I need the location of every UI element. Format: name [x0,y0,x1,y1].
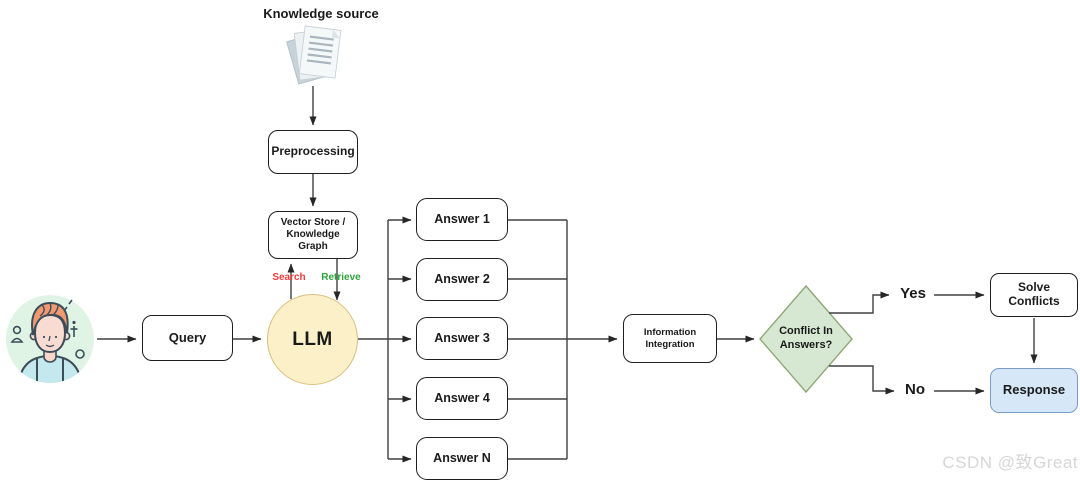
no-branch-label: No [905,381,925,398]
yes-branch-label: Yes [900,285,926,302]
answer-4-label: Answer 4 [434,391,490,406]
answer-2-label: Answer 2 [434,272,490,287]
vector-store-node: Vector Store / Knowledge Graph [268,211,358,259]
answer-3-label: Answer 3 [434,331,490,346]
vector-store-label-line2: Knowledge [286,229,340,240]
information-integration-node: Information Integration [623,314,717,363]
llm-node: LLM [267,294,358,385]
answer-1-node: Answer 1 [416,198,508,241]
information-integration-label-line1: Information [643,326,697,338]
answer-3-node: Answer 3 [416,317,508,360]
information-integration-label-line2: Integration [645,338,695,350]
preprocessing-label: Preprocessing [271,144,355,159]
search-edge-label: Search [272,272,306,283]
query-label: Query [168,329,207,345]
conflict-decision-label-line2: Answers? [779,338,833,351]
preprocessing-node: Preprocessing [268,130,358,174]
vector-store-label-line1: Vector Store / [280,217,346,228]
watermark: CSDN @致Great [942,453,1078,472]
answer-2-node: Answer 2 [416,258,508,301]
retrieve-edge-label: Retrieve [321,272,361,283]
response-label: Response [1002,382,1066,398]
user-avatar-icon [6,295,94,383]
knowledge-source-label: Knowledge source [263,6,379,21]
answer-n-node: Answer N [416,437,508,480]
llm-label: LLM [292,328,333,350]
answer-1-label: Answer 1 [434,212,490,227]
conflict-decision-node: Conflict In Answers? [762,325,850,352]
response-node: Response [990,368,1078,413]
answer-4-node: Answer 4 [416,377,508,420]
vector-store-label-line3: Graph [298,241,328,252]
query-node: Query [142,315,233,361]
documents-stack-icon [286,25,342,85]
solve-conflicts-label: Solve Conflicts [1008,280,1060,308]
conflict-decision-label-line1: Conflict In [779,325,833,337]
solve-conflicts-node: Solve Conflicts [990,273,1078,317]
answer-n-label: Answer N [433,451,491,466]
